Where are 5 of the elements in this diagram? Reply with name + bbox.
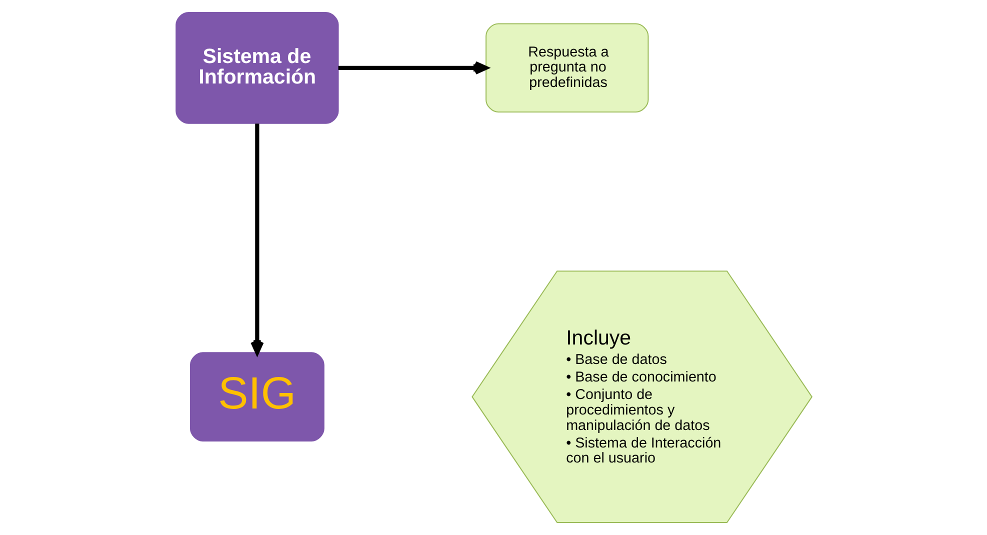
node-box: SIG	[189, 352, 324, 442]
arrow	[250, 124, 264, 355]
node-box: Respuesta a pregunta no predefinidas	[485, 23, 648, 113]
arrow	[338, 61, 488, 75]
node-box: Sistema de Información	[175, 12, 338, 124]
